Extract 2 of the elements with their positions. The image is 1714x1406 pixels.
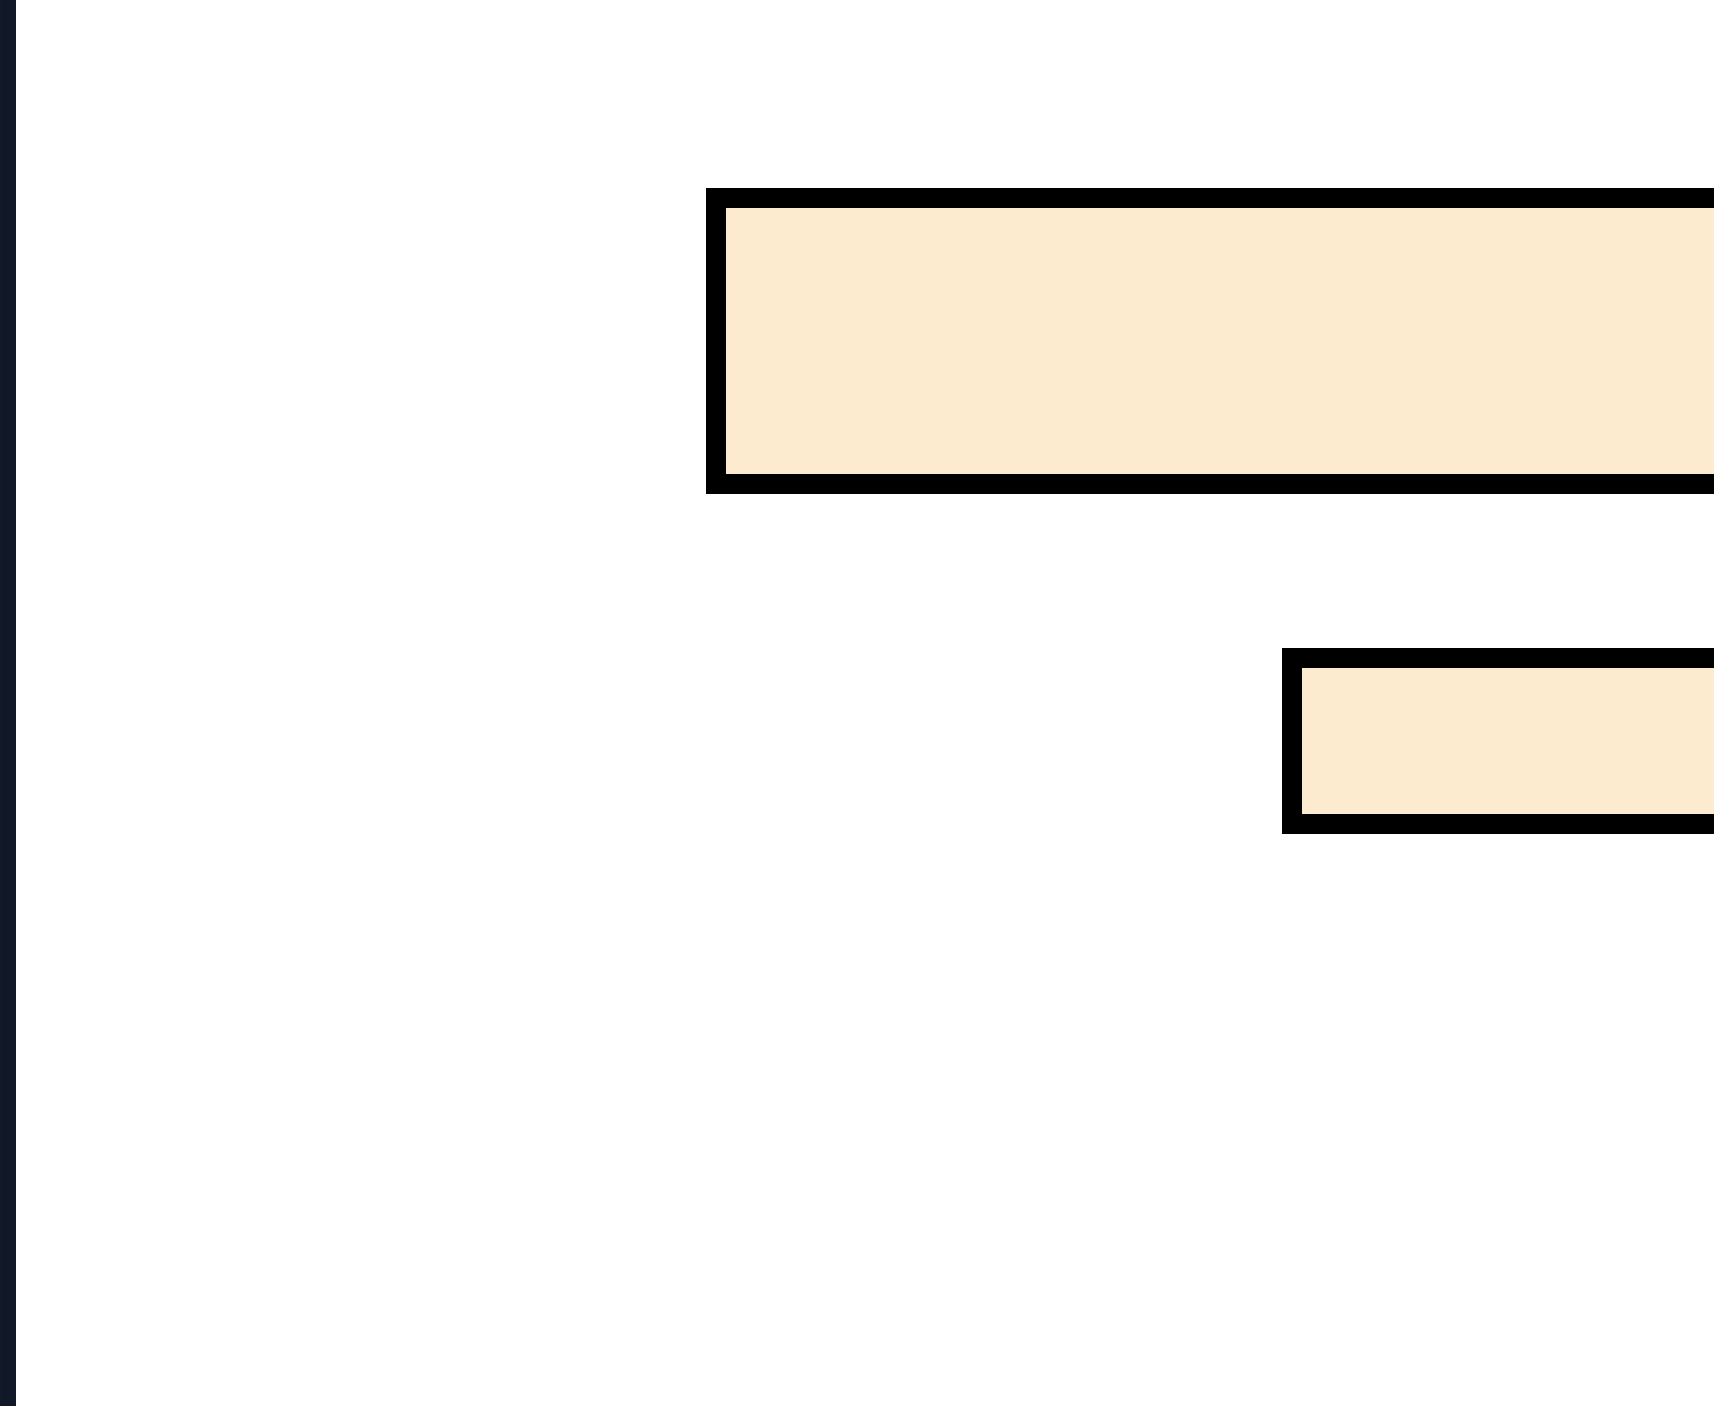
empty-box — [706, 188, 1714, 494]
empty-box — [1282, 648, 1714, 834]
